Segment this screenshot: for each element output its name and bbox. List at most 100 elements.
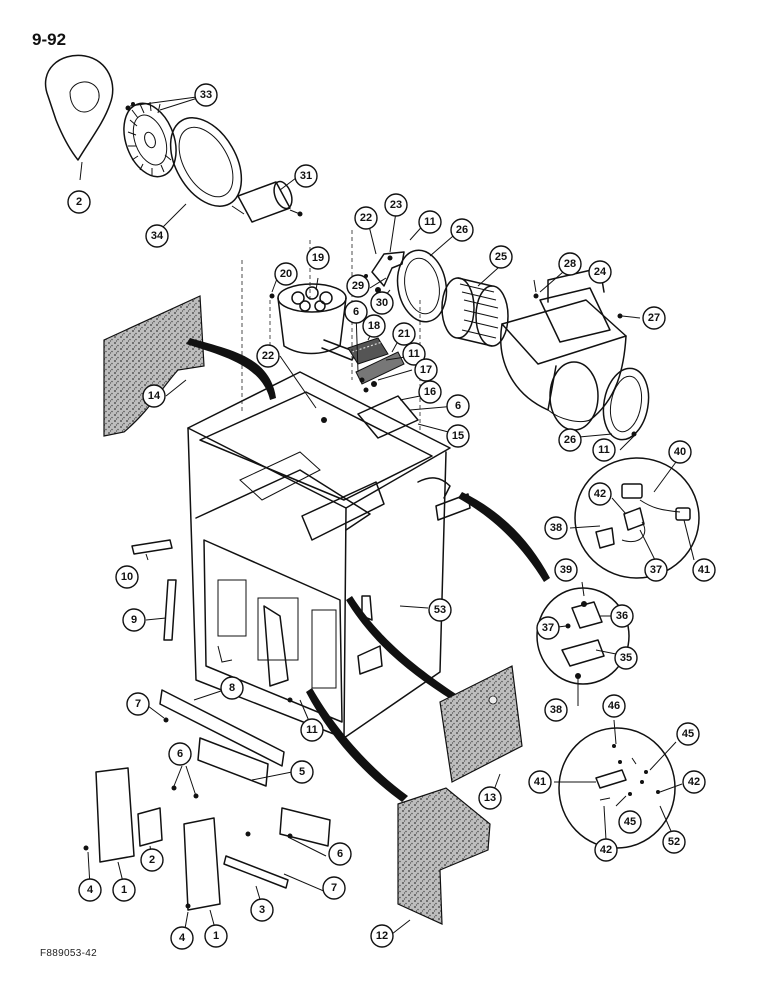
svg-text:52: 52 — [668, 836, 680, 848]
blower-scroll-housing — [500, 267, 627, 431]
svg-text:5: 5 — [299, 766, 305, 778]
callout-47-lower: 45 — [618, 810, 642, 834]
svg-text:11: 11 — [306, 724, 318, 736]
svg-text:24: 24 — [594, 266, 607, 278]
callout-48: 46 — [602, 694, 626, 718]
callout-8: 8 — [220, 676, 244, 700]
svg-text:3: 3 — [259, 904, 265, 916]
callout-2: 2 — [140, 848, 164, 872]
svg-text:8: 8 — [229, 682, 235, 694]
pointer-band-53 — [458, 492, 550, 582]
callout-1-left: 1 — [112, 878, 136, 902]
svg-text:6: 6 — [455, 400, 461, 412]
svg-text:36: 36 — [616, 610, 628, 622]
callout-32: 2 — [67, 190, 91, 214]
callout-39: 39 — [554, 558, 578, 582]
mounting-ring-plate — [169, 117, 243, 207]
svg-text:25: 25 — [495, 251, 507, 263]
pointer-band-12 — [306, 688, 408, 802]
svg-text:42: 42 — [594, 488, 606, 500]
callout-52: 52 — [662, 830, 686, 854]
detail-circle-fittings — [558, 727, 676, 849]
callout-37-upper: 37 — [644, 558, 668, 582]
strip-2 — [137, 807, 163, 847]
callout-22-upper: 22 — [354, 206, 378, 230]
callout-42: 42 — [588, 482, 612, 506]
callout-24: 24 — [588, 260, 612, 284]
callout-23: 23 — [384, 193, 408, 217]
figure-code: F889053-42 — [40, 948, 97, 959]
side-plate-left — [95, 767, 135, 863]
svg-text:16: 16 — [424, 386, 436, 398]
svg-text:53: 53 — [434, 604, 446, 616]
svg-text:12: 12 — [376, 930, 388, 942]
callout-33: 33 — [194, 83, 218, 107]
svg-text:45: 45 — [682, 728, 694, 740]
main-heater-box — [187, 230, 471, 739]
svg-text:38: 38 — [550, 522, 562, 534]
callout-16: 16 — [418, 380, 442, 404]
svg-text:40: 40 — [674, 446, 686, 458]
callout-7-upper: 7 — [126, 692, 150, 716]
svg-text:15: 15 — [452, 430, 464, 442]
callout-40: 40 — [668, 440, 692, 464]
svg-text:37: 37 — [542, 622, 554, 634]
callout-34: 34 — [145, 224, 169, 248]
callout-20: 20 — [274, 262, 298, 286]
svg-text:18: 18 — [368, 320, 380, 332]
svg-text:2: 2 — [76, 196, 82, 208]
blower-wheel-cylindrical — [441, 277, 509, 347]
callout-4-right: 4 — [170, 926, 194, 950]
svg-text:6: 6 — [177, 748, 183, 760]
callout-17: 17 — [414, 358, 438, 382]
blower-motor — [231, 180, 303, 223]
svg-text:29: 29 — [352, 280, 364, 292]
svg-text:34: 34 — [151, 230, 164, 242]
svg-text:21: 21 — [398, 328, 410, 340]
ring-lower — [602, 367, 650, 441]
svg-text:20: 20 — [280, 268, 292, 280]
callout-12: 12 — [370, 924, 394, 948]
callout-41: 41 — [692, 558, 716, 582]
svg-text:37: 37 — [650, 564, 662, 576]
callout-10: 10 — [115, 565, 139, 589]
callout-30: 30 — [370, 291, 394, 315]
svg-text:30: 30 — [376, 297, 388, 309]
callout-4-left: 4 — [78, 878, 102, 902]
callout-14: 14 — [142, 384, 166, 408]
callout-13: 13 — [478, 786, 502, 810]
callout-28: 28 — [558, 252, 582, 276]
svg-text:6: 6 — [337, 848, 343, 860]
svg-text:46: 46 — [608, 700, 620, 712]
callout-47-upper: 45 — [676, 722, 700, 746]
svg-text:26: 26 — [456, 224, 468, 236]
callout-6-lower-right: 6 — [328, 842, 352, 866]
callout-6-mid: 6 — [446, 394, 470, 418]
svg-text:7: 7 — [331, 882, 337, 894]
callout-9: 9 — [122, 608, 146, 632]
svg-text:45: 45 — [624, 816, 636, 828]
callout-26-lower: 26 — [558, 428, 582, 452]
svg-text:6: 6 — [353, 306, 359, 318]
svg-text:27: 27 — [648, 312, 660, 324]
svg-text:11: 11 — [424, 216, 436, 228]
page-number: 9-92 — [32, 30, 67, 49]
callout-29: 29 — [346, 274, 370, 298]
svg-text:39: 39 — [560, 564, 572, 576]
callout-5: 5 — [290, 760, 314, 784]
svg-text:42: 42 — [600, 844, 612, 856]
callout-46-right: 42 — [682, 770, 706, 794]
callout-1-right: 1 — [204, 924, 228, 948]
svg-text:1: 1 — [121, 884, 127, 896]
callout-31: 31 — [294, 164, 318, 188]
svg-text:2: 2 — [149, 854, 155, 866]
svg-text:4: 4 — [87, 884, 94, 896]
svg-text:9: 9 — [131, 614, 137, 626]
svg-text:14: 14 — [148, 390, 161, 402]
callout-18: 18 — [362, 314, 386, 338]
svg-text:33: 33 — [200, 89, 212, 101]
detail-circle-connector — [574, 457, 700, 579]
svg-text:19: 19 — [312, 252, 324, 264]
bracket-5-upper — [197, 737, 269, 787]
callout-11-right: 11 — [592, 438, 616, 462]
